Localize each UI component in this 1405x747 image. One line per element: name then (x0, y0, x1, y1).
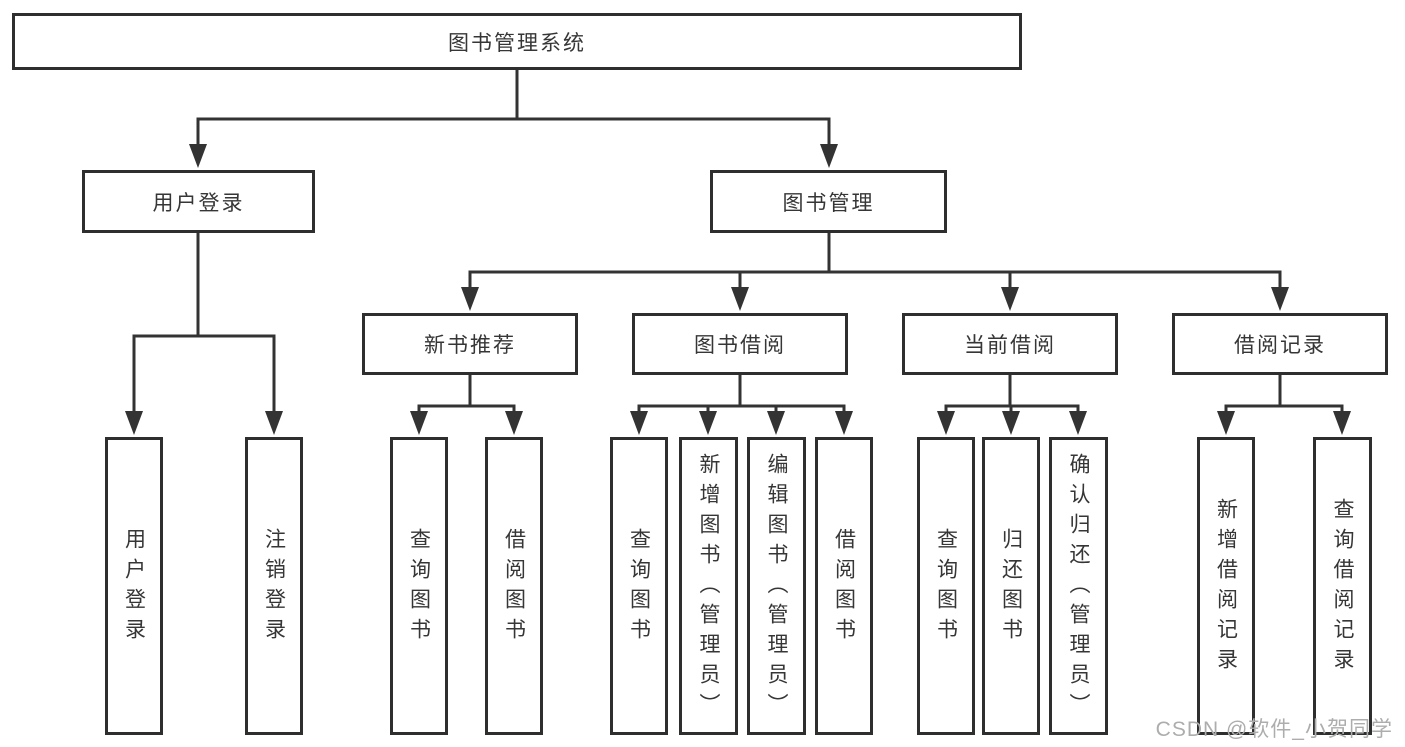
leaf-add-books-admin-label: 新增图书（管理员） (697, 453, 720, 723)
node-new-book-recommend: 新书推荐 (362, 313, 578, 375)
node-new-book-recommend-label: 新书推荐 (424, 334, 516, 357)
connector-new-book-children (410, 373, 523, 435)
connector-current-borrow-children (937, 373, 1087, 435)
leaf-borrow-books-label: 借阅图书 (832, 528, 856, 648)
leaf-edit-books-admin: 编辑图书（管理员） (747, 437, 806, 735)
leaf-borrow-books-recommend: 借阅图书 (485, 437, 543, 735)
leaf-query-books-current: 查询图书 (917, 437, 975, 735)
leaf-query-books-borrow: 查询图书 (610, 437, 668, 735)
node-current-borrow-label: 当前借阅 (964, 334, 1056, 357)
leaf-edit-books-admin-label: 编辑图书（管理员） (765, 453, 788, 723)
node-borrow-records-label: 借阅记录 (1234, 334, 1326, 357)
leaf-query-books-recommend: 查询图书 (390, 437, 448, 735)
leaf-query-borrow-record-label: 查询借阅记录 (1331, 498, 1354, 678)
node-borrow-records: 借阅记录 (1172, 313, 1388, 375)
leaf-logout-label: 注销登录 (262, 528, 286, 648)
node-book-management: 图书管理 (710, 170, 947, 233)
leaf-user-login-label: 用户登录 (122, 528, 146, 648)
leaf-add-borrow-record: 新增借阅记录 (1197, 437, 1255, 735)
leaf-user-login: 用户登录 (105, 437, 163, 735)
leaf-confirm-return-admin: 确认归还（管理员） (1049, 437, 1108, 735)
leaf-add-books-admin: 新增图书（管理员） (679, 437, 738, 735)
node-root-library-management-system: 图书管理系统 (12, 13, 1022, 70)
connector-book-management-children (461, 231, 1289, 311)
connector-root-to-level1 (189, 68, 838, 168)
node-book-management-label: 图书管理 (782, 191, 875, 215)
leaf-borrow-books: 借阅图书 (815, 437, 873, 735)
leaf-query-books-current-label: 查询图书 (934, 528, 958, 648)
leaf-query-books-recommend-label: 查询图书 (407, 528, 431, 648)
node-user-login: 用户登录 (82, 170, 315, 233)
node-user-login-label: 用户登录 (152, 191, 245, 215)
leaf-logout: 注销登录 (245, 437, 303, 735)
csdn-watermark: CSDN @软件_小贺同学 (1155, 718, 1393, 741)
leaf-add-borrow-record-label: 新增借阅记录 (1214, 498, 1238, 678)
node-root-label: 图书管理系统 (448, 31, 586, 55)
connector-borrow-records-children (1217, 373, 1351, 435)
node-current-borrow: 当前借阅 (902, 313, 1118, 375)
connector-user-login-children (125, 231, 283, 435)
leaf-return-books: 归还图书 (982, 437, 1040, 735)
connector-book-borrow-children (630, 373, 853, 435)
leaf-confirm-return-admin-label: 确认归还（管理员） (1067, 453, 1090, 723)
node-book-borrow-label: 图书借阅 (694, 334, 786, 357)
leaf-query-books-borrow-label: 查询图书 (627, 528, 651, 648)
leaf-query-borrow-record: 查询借阅记录 (1313, 437, 1372, 735)
node-book-borrow: 图书借阅 (632, 313, 848, 375)
leaf-borrow-books-recommend-label: 借阅图书 (502, 528, 526, 648)
leaf-return-books-label: 归还图书 (999, 528, 1023, 648)
